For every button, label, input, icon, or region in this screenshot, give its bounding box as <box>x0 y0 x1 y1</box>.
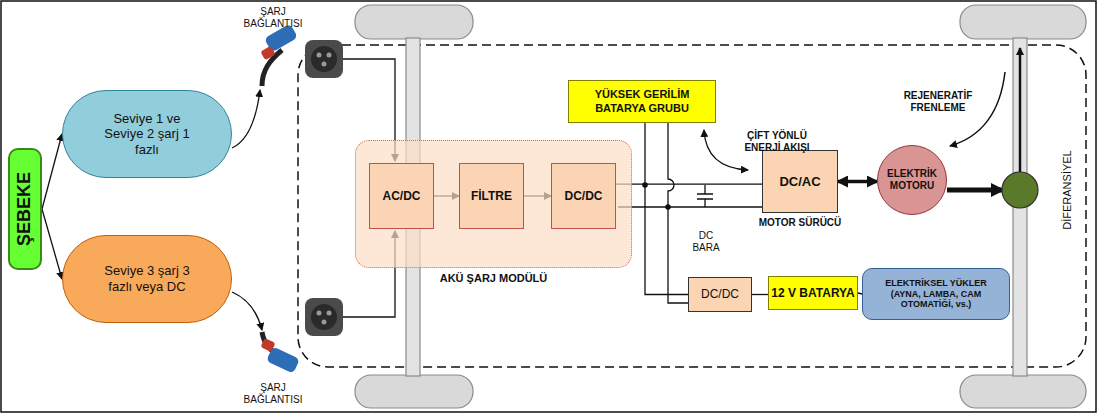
dcdc-box: DC/DC <box>551 163 616 229</box>
node-text: Seviye 1 ve Seviye 2 şarj 1 fazlı <box>97 111 197 158</box>
connector <box>42 134 62 209</box>
connector-label: ŞARJ BAĞLANTISI <box>236 382 310 406</box>
node-text: AKÜ ŞARJ MODÜLÜ <box>336 272 651 285</box>
grid-box: ŞEBEKE <box>8 148 42 270</box>
label-text: ŞARJ BAĞLANTISI <box>236 6 310 30</box>
node-text: FİLTRE <box>471 189 512 203</box>
bus-label: DC BARA <box>686 230 726 254</box>
node-text: ŞEBEKE <box>14 172 36 246</box>
connector-label: ŞARJ BAĞLANTISI <box>236 6 310 30</box>
node-text: 12 V BATARYA <box>771 286 854 300</box>
connector <box>645 123 688 295</box>
regen-label: REJENERATİF FRENLEME <box>886 90 990 114</box>
node-text: MOTOR SÜRÜCÜ <box>743 217 857 229</box>
hv-battery: YÜKSEK GERİLİM BATARYA GRUBU <box>568 80 716 123</box>
differential <box>1002 172 1038 208</box>
flow-label: ÇİFT YÖNLÜ ENERJİ AKIŞI <box>736 130 818 154</box>
charge-plug-bottom <box>260 298 343 374</box>
node-text: Seviye 3 şarj 3 fazlı veya DC <box>93 263 201 294</box>
loads-box: ELEKTRİKSEL YÜKLER (AYNA, LAMBA, CAM OTO… <box>862 268 1010 320</box>
node-text: ELEKTRİK MOTORU <box>878 168 946 192</box>
connector <box>752 294 768 295</box>
node-text: DC/DC <box>565 189 603 203</box>
motor-circle: ELEKTRİK MOTORU <box>877 145 947 215</box>
acdc-box: AC/DC <box>369 163 434 229</box>
label-text: ÇİFT YÖNLÜ ENERJİ AKIŞI <box>736 130 818 154</box>
node-text: ELEKTRİKSEL YÜKLER (AYNA, LAMBA, CAM OTO… <box>869 278 1003 310</box>
charger-module: AKÜ ŞARJ MODÜLÜAC/DCFİLTREDC/DC <box>355 140 632 268</box>
dcdc-aux-box: DC/DC <box>688 277 752 312</box>
level12-box: Seviye 1 ve Seviye 2 şarj 1 fazlı <box>62 90 232 178</box>
label-text: DC BARA <box>686 230 726 254</box>
node-text: DC/AC <box>779 174 820 190</box>
aux-battery: 12 V BATARYA <box>768 276 858 310</box>
label-text: ŞARJ BAĞLANTISI <box>236 382 310 406</box>
motor-driver: DC/ACMOTOR SÜRÜCÜ <box>762 150 838 213</box>
label-text: REJENERATİF FRENLEME <box>886 90 990 114</box>
node-text: AC/DC <box>383 189 421 203</box>
node-text: DC/DC <box>701 287 739 301</box>
axle-arrow <box>1019 48 1022 172</box>
differential-label: DİFERANSİYEL <box>1056 130 1080 250</box>
drive-arrow <box>947 188 1003 193</box>
connector <box>616 183 762 184</box>
connector <box>42 209 62 279</box>
wheels <box>355 5 1086 408</box>
connector <box>838 180 877 184</box>
filter-box: FİLTRE <box>459 163 524 229</box>
charge-plug-top <box>260 24 343 86</box>
node-text: YÜKSEK GERİLİM BATARYA GRUBU <box>587 88 697 114</box>
label-text: DİFERANSİYEL <box>1061 150 1074 229</box>
level3-box: Seviye 3 şarj 3 fazlı veya DC <box>62 235 232 323</box>
